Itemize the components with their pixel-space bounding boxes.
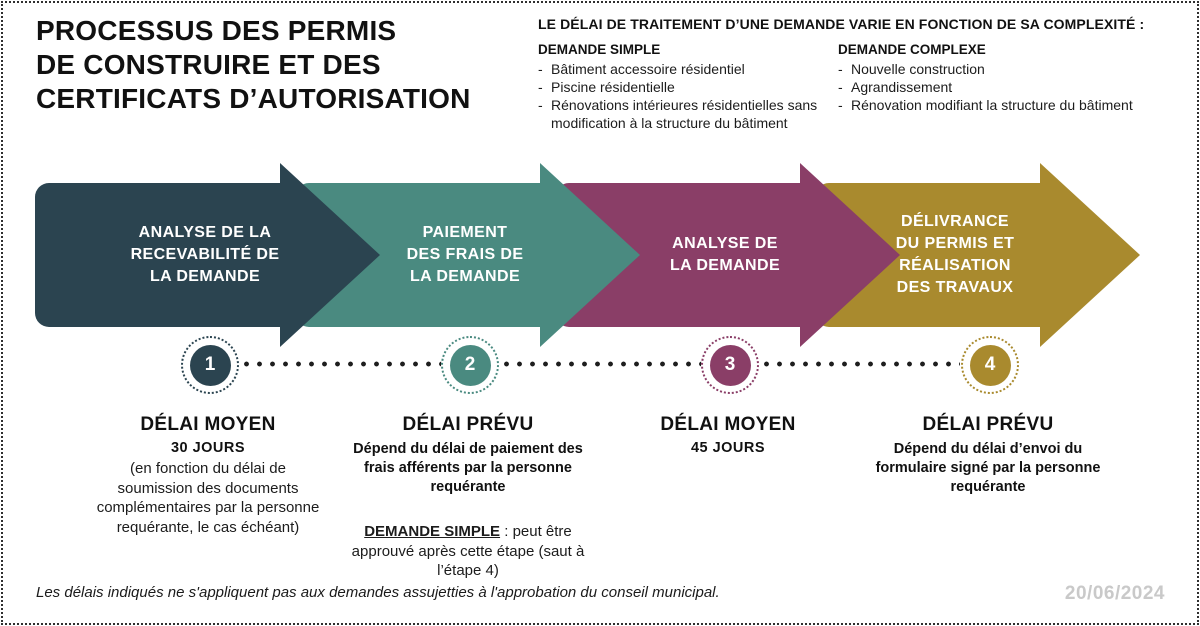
step-label-line: DES FRAIS DE xyxy=(406,246,524,263)
step-label-line: ANALYSE DE xyxy=(672,235,778,252)
delay-extra-text: : peut être approuvé après cette étape (… xyxy=(351,523,585,579)
complex-request-list: DEMANDE COMPLEXE -Nouvelle construction … xyxy=(838,42,1173,114)
step-label-line: LA DEMANDE xyxy=(669,257,781,274)
step-arrow-3-label: ANALYSE DE LA DEMANDE xyxy=(575,183,875,327)
step-number: 4 xyxy=(969,344,1011,386)
complex-request-heading: DEMANDE COMPLEXE xyxy=(838,42,986,57)
delay-heading: DÉLAI PRÉVU xyxy=(402,414,534,435)
bullet-dash: - xyxy=(538,97,543,113)
step-label-line: DES TRAVAUX xyxy=(896,279,1014,296)
bullet-dash: - xyxy=(538,61,543,77)
list-item: -Rénovations intérieures résidentielles … xyxy=(538,96,834,132)
step-label-line: PAIEMENT xyxy=(422,224,508,241)
step-marker-2: 2 xyxy=(441,336,499,394)
delay-info-2: DÉLAI PRÉVU Dépend du délai de paiement … xyxy=(346,414,590,581)
bullet-dash: - xyxy=(838,61,843,77)
delay-extra-note: DEMANDE SIMPLE : peut être approuvé aprè… xyxy=(346,522,590,581)
delay-note: (en fonction du délai de soumission des … xyxy=(96,460,320,536)
bullet-dash: - xyxy=(838,97,843,113)
step-number: 2 xyxy=(449,344,491,386)
bullet-dash: - xyxy=(838,79,843,95)
list-item: -Piscine résidentielle xyxy=(538,78,834,96)
dotted-timeline xyxy=(240,361,960,367)
step-arrow-4-label: DÉLIVRANCE DU PERMIS ET RÉALISATION DES … xyxy=(835,183,1075,327)
list-item-text: Rénovations intérieures résidentielles s… xyxy=(551,97,818,131)
list-item-text: Bâtiment accessoire résidentiel xyxy=(551,61,745,77)
page-title: PROCESSUS DES PERMIS DE CONSTRUIRE ET DE… xyxy=(36,14,471,116)
list-item-text: Nouvelle construction xyxy=(851,61,985,77)
step-label-line: LA DEMANDE xyxy=(409,268,521,285)
delay-heading: DÉLAI MOYEN xyxy=(660,414,796,435)
delay-extra-label: DEMANDE SIMPLE xyxy=(364,523,501,540)
simple-request-heading: DEMANDE SIMPLE xyxy=(538,42,661,57)
step-arrow-1-body xyxy=(35,183,300,327)
step-marker-4: 4 xyxy=(961,336,1019,394)
list-item: -Rénovation modifiant la structure du bâ… xyxy=(838,96,1173,114)
list-item: -Bâtiment accessoire résidentiel xyxy=(538,60,834,78)
step-label-line: RECEVABILITÉ DE xyxy=(130,246,280,263)
delay-info-4: DÉLAI PRÉVU Dépend du délai d’envoi du f… xyxy=(868,414,1108,497)
footer-date: 20/06/2024 xyxy=(1064,583,1165,604)
delay-heading: DÉLAI PRÉVU xyxy=(922,414,1054,435)
bullet-dash: - xyxy=(538,79,543,95)
list-item: -Agrandissement xyxy=(838,78,1173,96)
list-item: -Nouvelle construction xyxy=(838,60,1173,78)
step-arrow-1-label: ANALYSE DE LA RECEVABILITÉ DE LA DEMANDE xyxy=(55,183,355,327)
delay-info-1: DÉLAI MOYEN 30 JOURS (en fonction du dél… xyxy=(93,414,323,537)
step-number: 3 xyxy=(709,344,751,386)
delay-heading: DÉLAI MOYEN xyxy=(140,414,276,435)
delay-note-bold: Dépend du délai de paiement des frais af… xyxy=(353,441,583,495)
list-item-text: Agrandissement xyxy=(851,79,953,95)
step-marker-1: 1 xyxy=(181,336,239,394)
list-item-text: Piscine résidentielle xyxy=(551,79,675,95)
page-title-line: PROCESSUS DES PERMIS xyxy=(36,15,397,46)
delay-info-3: DÉLAI MOYEN 45 JOURS xyxy=(613,414,843,456)
step-label-line: ANALYSE DE LA xyxy=(138,224,272,241)
simple-request-list: DEMANDE SIMPLE -Bâtiment accessoire rési… xyxy=(538,42,834,132)
step-label-line: LA DEMANDE xyxy=(149,268,261,285)
step-label-line: DU PERMIS ET xyxy=(895,235,1015,252)
step-marker-3: 3 xyxy=(701,336,759,394)
step-label-line: DÉLIVRANCE xyxy=(900,213,1009,230)
step-number: 1 xyxy=(189,344,231,386)
page-title-line: CERTIFICATS D’AUTORISATION xyxy=(36,83,471,114)
delay-value: 45 JOURS xyxy=(690,440,766,456)
intro-heading: LE DÉLAI DE TRAITEMENT D’UNE DEMANDE VAR… xyxy=(538,16,1145,32)
page-title-line: DE CONSTRUIRE ET DES xyxy=(36,49,381,80)
delay-note-bold: Dépend du délai d’envoi du formulaire si… xyxy=(875,441,1101,495)
list-item-text: Rénovation modifiant la structure du bât… xyxy=(851,97,1133,113)
footer-disclaimer: Les délais indiqués ne s'appliquent pas … xyxy=(36,584,720,601)
delay-value: 30 JOURS xyxy=(170,440,246,456)
step-arrow-2-label: PAIEMENT DES FRAIS DE LA DEMANDE xyxy=(315,183,615,327)
step-label-line: RÉALISATION xyxy=(899,257,1011,274)
